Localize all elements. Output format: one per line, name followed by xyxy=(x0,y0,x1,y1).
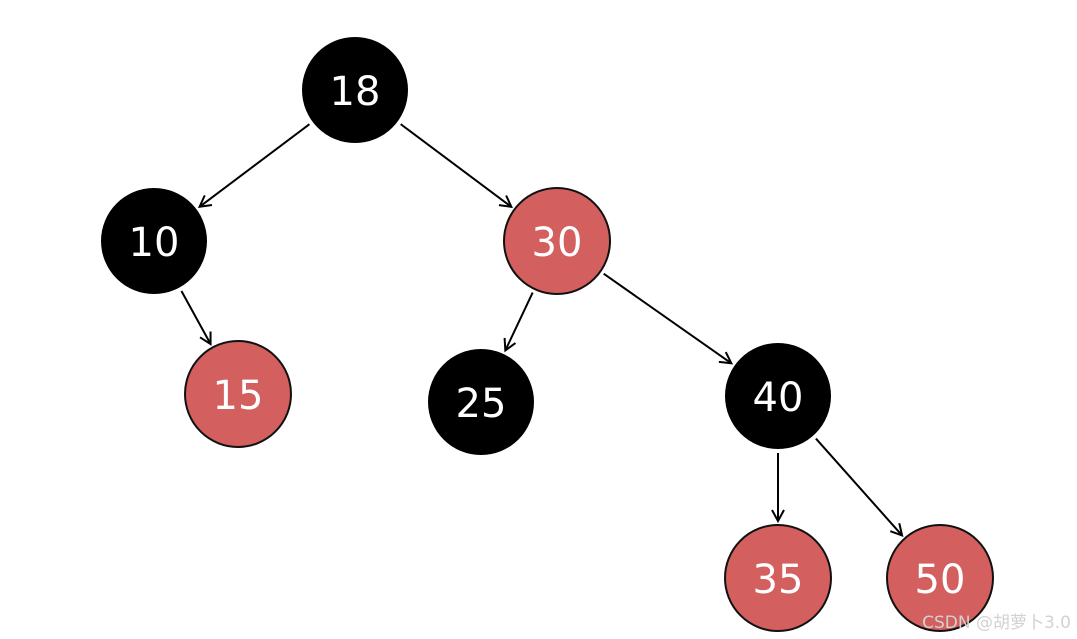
tree-node-18: 18 xyxy=(302,37,408,143)
node-label: 40 xyxy=(753,375,804,421)
black-node-circle xyxy=(428,349,534,455)
edge-n30-n25 xyxy=(505,292,534,351)
black-node-circle xyxy=(302,37,408,143)
edge-n30-n40 xyxy=(603,272,732,364)
node-label: 18 xyxy=(330,69,381,115)
black-node-circle xyxy=(725,343,831,449)
edges-layer xyxy=(180,123,902,536)
node-label: 35 xyxy=(753,557,804,603)
node-label: 30 xyxy=(532,220,583,266)
edge-n10-n15 xyxy=(180,290,210,344)
red-node-circle xyxy=(886,524,994,632)
tree-node-35: 35 xyxy=(724,524,832,632)
node-label: 10 xyxy=(129,220,180,266)
tree-node-15: 15 xyxy=(184,340,292,448)
tree-node-10: 10 xyxy=(101,188,207,294)
watermark: CSDN @胡萝卜3.0 xyxy=(922,613,1071,633)
node-label: 25 xyxy=(456,381,507,427)
node-label: 15 xyxy=(213,373,264,419)
red-node-circle xyxy=(724,524,832,632)
black-node-circle xyxy=(101,188,207,294)
edge-n18-n10 xyxy=(200,123,311,207)
edge-n40-n50 xyxy=(815,437,902,536)
edge-n18-n30 xyxy=(400,123,512,207)
node-label: 50 xyxy=(915,557,966,603)
tree-node-30: 30 xyxy=(503,187,611,295)
tree-node-25: 25 xyxy=(428,349,534,455)
nodes-layer: 18 10 30 15 25 40 35 50 xyxy=(101,37,994,632)
red-node-circle xyxy=(184,340,292,448)
red-node-circle xyxy=(503,187,611,295)
tree-node-50: 50 xyxy=(886,524,994,632)
tree-node-40: 40 xyxy=(725,343,831,449)
